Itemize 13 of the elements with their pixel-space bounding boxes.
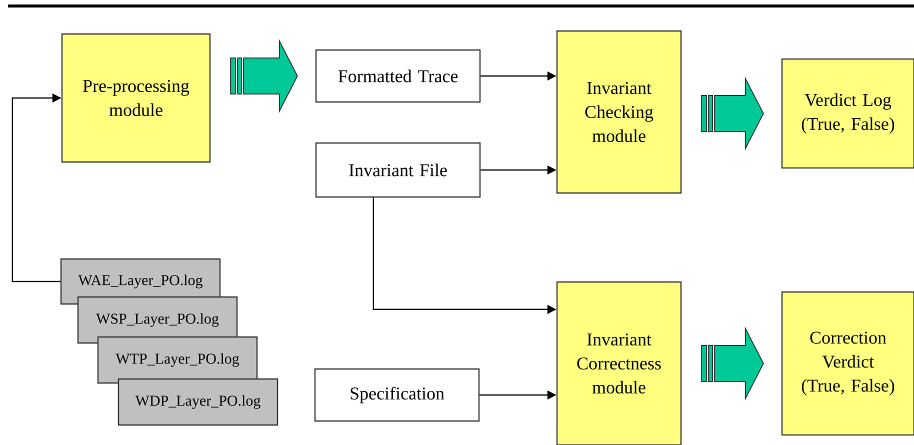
data-box: Specification [314,368,480,422]
module-box: Invariant Checking module [556,30,682,194]
module-box: Invariant Correctness module [556,281,682,445]
module-box: Pre-processing module [61,33,211,163]
output-box: Verdict Log (True, False) [781,58,914,169]
block-arrow [701,76,764,151]
output-box: Correction Verdict (True, False) [781,291,914,436]
data-box: Invariant File [315,142,481,198]
log-file-box: WDP_Layer_PO.log [118,378,278,426]
data-box: Formatted Trace [315,49,481,103]
block-arrow [230,38,298,114]
block-arrow [701,326,764,401]
log-file-box: WTP_Layer_PO.log [97,336,258,384]
